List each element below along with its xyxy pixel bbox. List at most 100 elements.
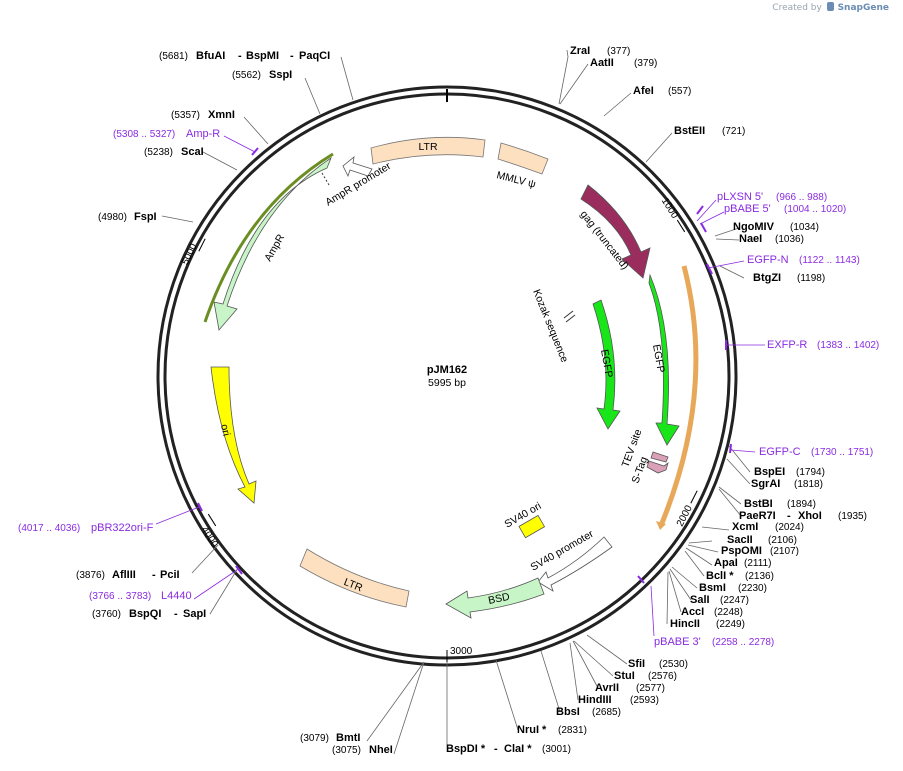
- enzyme-sfii[interactable]: SfiI: [628, 658, 645, 670]
- enzyme-stui-pos: (2576): [648, 671, 677, 682]
- enzyme-acci-pos: (2248): [714, 607, 743, 618]
- enzyme-scai[interactable]: ScaI: [181, 146, 204, 158]
- orange-feature-head: [656, 521, 666, 530]
- enzyme-bsmi[interactable]: BsmI: [699, 582, 726, 594]
- enzyme-paer7i[interactable]: PaeR7I: [739, 510, 776, 522]
- mmlv-feature[interactable]: [497, 142, 549, 175]
- enzyme-xcmi-pos: (2024): [775, 522, 804, 533]
- enzyme-bspei-pos: (1794): [796, 467, 825, 478]
- tev-feature[interactable]: [650, 451, 669, 463]
- enzyme-nrui[interactable]: NruI *: [517, 724, 547, 736]
- egfp-outer-feature[interactable]: [648, 273, 680, 446]
- plasmid-length: 5995 bp: [428, 377, 466, 389]
- enzyme-naei[interactable]: NaeI: [739, 233, 762, 245]
- enzyme-bstbi-pos: (1894): [787, 499, 816, 510]
- primer-ampr[interactable]: Amp-R: [186, 128, 220, 140]
- primer-l4440-pos: (3766 .. 3783): [89, 591, 151, 602]
- enzyme-aatii[interactable]: AatII: [590, 57, 614, 69]
- enzyme-bfuai-pos: (5681): [159, 51, 188, 62]
- sv40-ori-feature[interactable]: [518, 514, 546, 539]
- primer-pbabe5[interactable]: pBABE 5': [724, 203, 771, 215]
- enzyme-hincii-pos: (2249): [716, 619, 745, 630]
- enzyme-xmni[interactable]: XmnI: [208, 109, 235, 121]
- ampr-dark-arc: [203, 152, 334, 323]
- enzyme-sfii-pos: (2530): [659, 659, 688, 670]
- sv40-promoter-feature[interactable]: [537, 536, 613, 592]
- enzyme-sacii[interactable]: SacII: [727, 534, 753, 546]
- enzyme-apai[interactable]: ApaI: [714, 557, 738, 569]
- enzyme-bcli[interactable]: BclI *: [706, 570, 734, 582]
- enzyme-afei[interactable]: AfeI: [633, 85, 654, 97]
- enzyme-paqci[interactable]: PaqCI: [299, 50, 330, 62]
- orange-feature-arc[interactable]: [659, 265, 699, 524]
- enzyme-bsteii[interactable]: BstEII: [674, 125, 705, 137]
- ampr-feature[interactable]: [213, 156, 332, 331]
- enzyme-clai[interactable]: ClaI *: [504, 743, 532, 755]
- enzyme-clai-pos: (3001): [542, 744, 571, 755]
- enzyme-sspi[interactable]: SspI: [269, 69, 292, 81]
- enzyme-btgzi-pos: (1198): [797, 273, 825, 284]
- enzyme-xcmi[interactable]: XcmI: [732, 521, 758, 533]
- enzyme-bstbi[interactable]: BstBI: [744, 498, 773, 510]
- enzyme-sapi[interactable]: SapI: [183, 608, 206, 620]
- enzyme-sgrai-pos: (1818): [794, 479, 823, 490]
- enzyme-nhei[interactable]: NheI: [369, 744, 393, 756]
- enzyme-avrii[interactable]: AvrII: [595, 682, 619, 694]
- enzyme-bspqi-pos: (3760): [92, 609, 121, 620]
- enzyme-pspomi-pos: (2107): [770, 546, 799, 557]
- enzyme-bmti-pos: (3079): [300, 733, 329, 744]
- ori-feature[interactable]: [210, 366, 257, 504]
- primer-egfpn[interactable]: EGFP-N: [747, 254, 789, 266]
- enzyme-bspei[interactable]: BspEI: [754, 466, 785, 478]
- stag-feature[interactable]: [646, 460, 669, 474]
- gag-feature[interactable]: [580, 184, 651, 279]
- enzyme-xmni-pos: (5357): [171, 110, 200, 121]
- primer-egfpc-pos: (1730 .. 1751): [811, 447, 873, 458]
- primer-egfpc[interactable]: EGFP-C: [759, 446, 801, 458]
- enzyme-btgzi[interactable]: BtgZI: [753, 272, 781, 284]
- primer-pbr322[interactable]: pBR322ori-F: [91, 522, 154, 534]
- enzyme-stui[interactable]: StuI: [614, 670, 635, 682]
- enzyme-xhoi[interactable]: XhoI: [798, 510, 822, 522]
- enzyme-zrai[interactable]: ZraI: [570, 45, 590, 57]
- ltr-top-label: LTR: [418, 141, 437, 153]
- enzyme-xhoi-pos: (1935): [838, 511, 867, 522]
- enzyme-afliii[interactable]: AflIII: [112, 569, 136, 581]
- egfp-inner-feature[interactable]: [592, 299, 621, 430]
- enzyme-bspqi[interactable]: BspQI: [129, 608, 161, 620]
- enzyme-nhei-pos: (3075): [332, 745, 361, 756]
- enzyme-sali[interactable]: SalI: [690, 594, 710, 606]
- enzyme-ngomiv[interactable]: NgoMIV: [733, 221, 775, 233]
- enzyme-hindiii[interactable]: HindIII: [578, 694, 612, 706]
- kozak-feature[interactable]: [563, 310, 576, 323]
- enzyme-bfuai[interactable]: BfuAI: [196, 50, 225, 62]
- enzyme-nrui-pos: (2831): [558, 725, 587, 736]
- ampr-promoter-feature[interactable]: [342, 156, 373, 178]
- enzyme-bmti[interactable]: BmtI: [336, 732, 360, 744]
- credit-prefix: Created by: [772, 3, 822, 13]
- enzyme-pcii[interactable]: PciI: [160, 569, 180, 581]
- enzyme-fspi[interactable]: FspI: [134, 211, 157, 223]
- enzyme-fspi-pos: (4980): [98, 212, 127, 223]
- primer-plxsn5[interactable]: pLXSN 5': [717, 191, 763, 203]
- bsd-label: BSD: [487, 591, 511, 607]
- primer-pbabe3[interactable]: pBABE 3': [654, 636, 701, 648]
- enzyme-afei-pos: (557): [668, 86, 691, 97]
- plasmid-name: pJM162: [427, 364, 467, 376]
- primer-marks: [197, 147, 732, 584]
- bsd-feature[interactable]: [445, 577, 545, 619]
- ltr-top-feature[interactable]: [370, 136, 486, 165]
- enzyme-bbsi[interactable]: BbsI: [556, 706, 580, 718]
- enzyme-acci[interactable]: AccI: [681, 606, 704, 618]
- enzyme-pspomi[interactable]: PspOMI: [721, 545, 762, 557]
- snapgene-logo-icon: [826, 2, 834, 11]
- enzyme-bspdi[interactable]: BspDI *: [446, 743, 486, 755]
- ltr-bottom-feature[interactable]: [299, 548, 410, 608]
- snapgene-credit: Created by SnapGene: [772, 2, 889, 13]
- tick-1000: 1000: [659, 196, 686, 233]
- primer-exfpr[interactable]: EXFP-R: [767, 339, 807, 351]
- enzyme-sgrai[interactable]: SgrAI: [751, 478, 780, 490]
- enzyme-hincii[interactable]: HincII: [670, 618, 700, 630]
- primer-l4440[interactable]: L4440: [161, 590, 192, 602]
- enzyme-bspmi[interactable]: BspMI: [246, 50, 279, 62]
